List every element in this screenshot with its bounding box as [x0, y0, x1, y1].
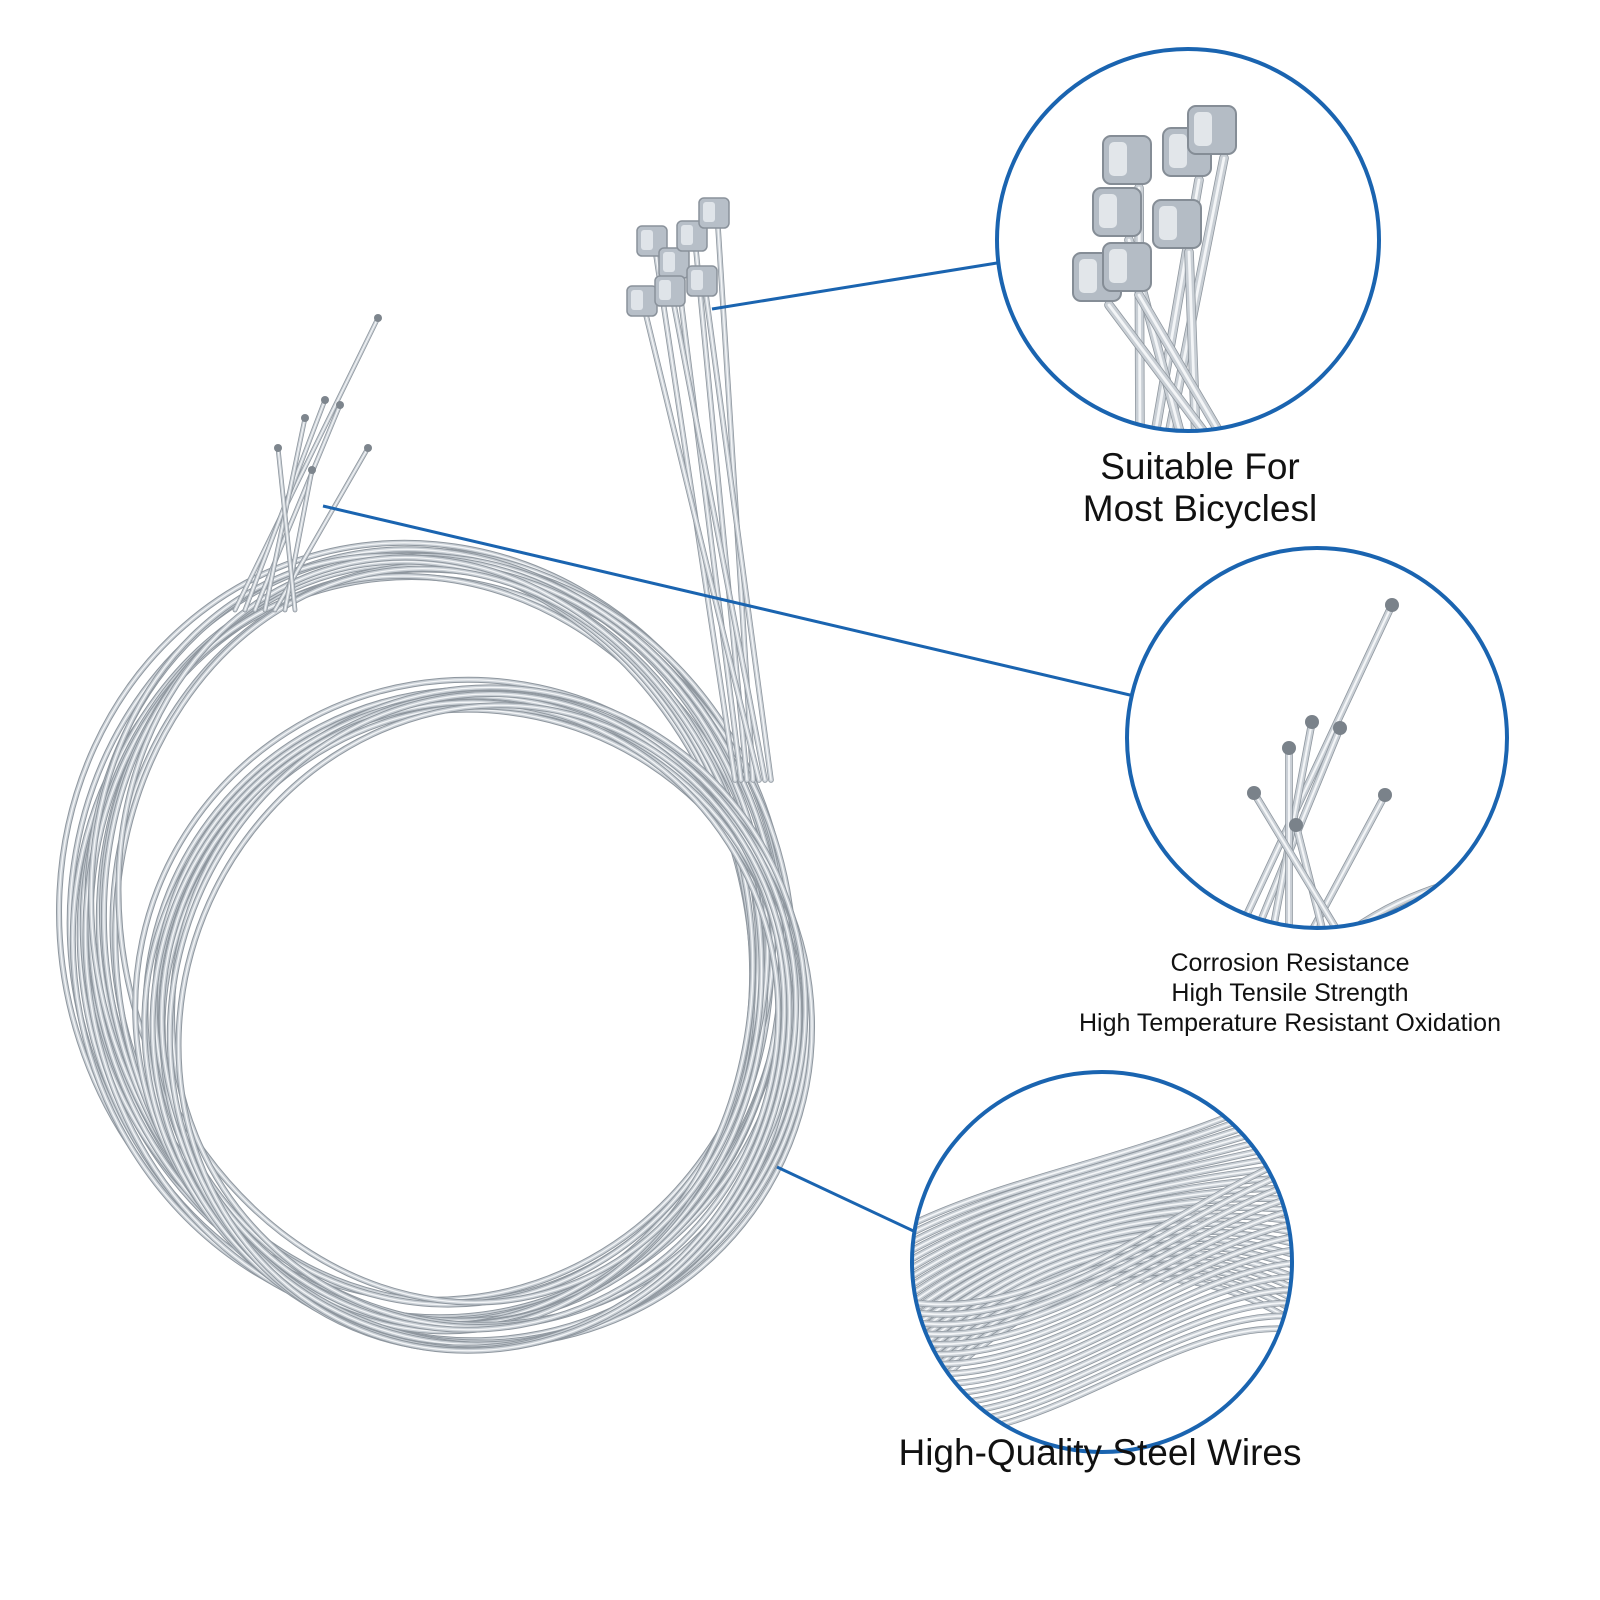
cable-heads-bundle	[626, 197, 774, 783]
wire-tip-end	[1305, 715, 1319, 729]
wire-tip-end	[1247, 786, 1261, 800]
wire-tip-end	[274, 444, 282, 452]
callout-circle-tips	[1125, 546, 1509, 930]
cable-coil	[56, 539, 816, 1354]
wire-tip-end	[1378, 788, 1392, 802]
caption-line: High-Quality Steel Wires	[898, 1432, 1302, 1473]
caption-steel-wires: High-Quality Steel Wires	[860, 1432, 1340, 1474]
wire-tips-closeup-icon	[1127, 548, 1507, 928]
caption-line: Corrosion Resistance	[1170, 949, 1410, 977]
callout-circle-heads	[995, 47, 1381, 433]
callout-connectors	[322, 261, 1148, 1237]
caption-line: Most Bicyclesl	[1082, 488, 1318, 529]
wire-tip-end	[1289, 818, 1303, 832]
cable-end-heads-closeup-icon	[997, 49, 1379, 431]
wire-tip-end	[301, 414, 309, 422]
wire-tip-end	[308, 466, 316, 474]
connector-line	[322, 504, 1148, 701]
wire-tips-bundle	[232, 314, 382, 613]
caption-line: High Tensile Strength	[1171, 979, 1409, 1007]
callout-circle-coil	[910, 1070, 1294, 1454]
wire-tip-end	[1333, 721, 1347, 735]
cable-loop	[88, 552, 756, 1328]
caption-line: Suitable For	[1100, 446, 1300, 487]
wire-tip-end	[1282, 741, 1296, 755]
wire-tip-end	[364, 444, 372, 452]
coiled-strands-closeup-icon	[912, 1072, 1292, 1452]
wire-tip-end	[1385, 598, 1399, 612]
caption-suitable-bicycles: Suitable For Most Bicyclesl	[1020, 446, 1380, 530]
wire-tip-end	[321, 396, 329, 404]
wire-tip-end	[336, 401, 344, 409]
caption-line: High Temperature Resistant Oxidation	[1079, 1009, 1501, 1037]
wire-tip-end	[374, 314, 382, 322]
caption-features: Corrosion Resistance High Tensile Streng…	[1040, 948, 1540, 1038]
connector-line	[711, 261, 998, 311]
connector-line	[776, 1165, 923, 1237]
